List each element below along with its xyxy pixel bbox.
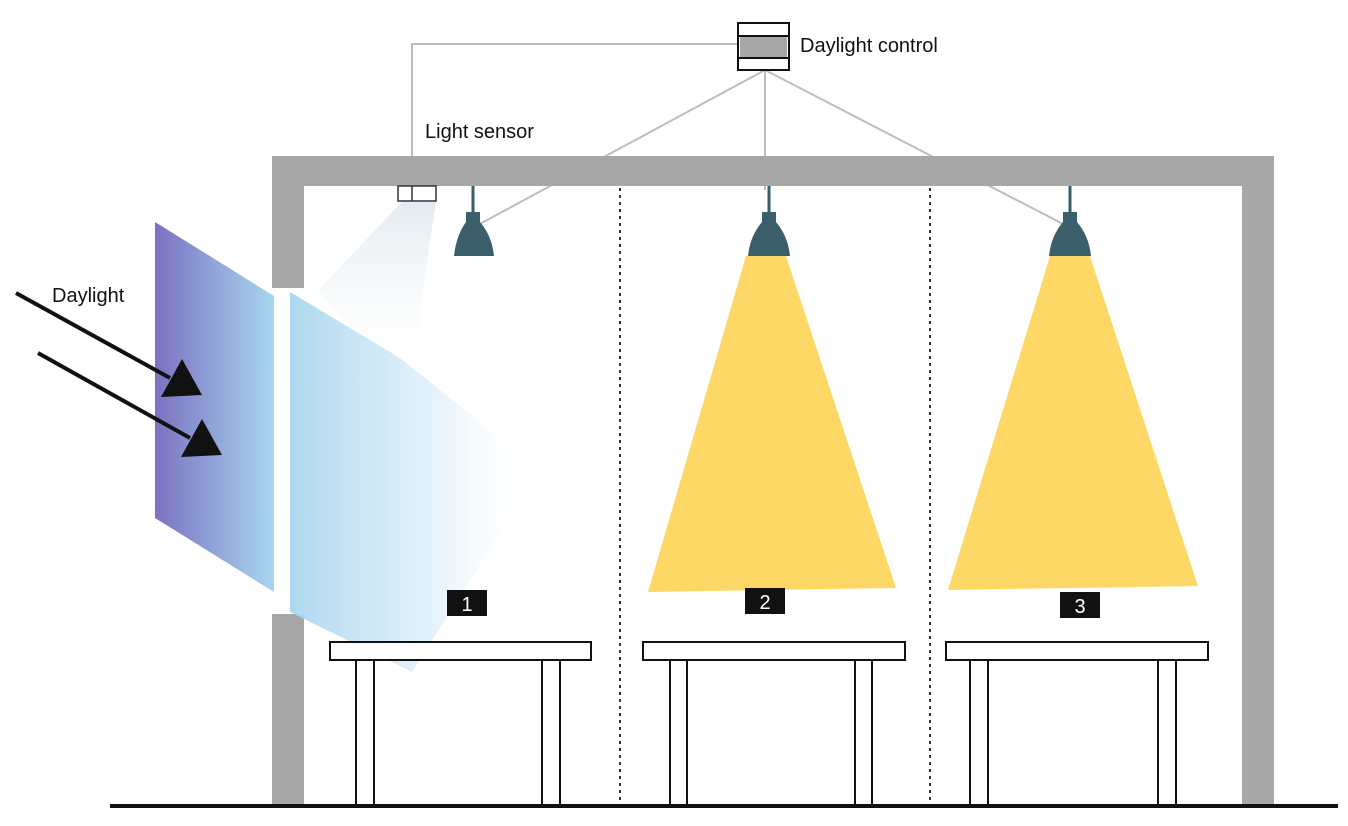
zone-dividers: [619, 188, 931, 806]
left-wall-upper: [272, 156, 304, 288]
right-wall: [1242, 156, 1274, 806]
daylight-arrow-1-head: [161, 359, 202, 397]
window-pane: [155, 222, 274, 592]
light-sensor: [397, 185, 437, 202]
daylight-label: Daylight: [52, 285, 125, 307]
zone-badge-2: 2: [745, 588, 785, 614]
zone-badge-3: 3: [1060, 592, 1100, 618]
zone-number-2: 2: [759, 592, 770, 614]
sensor-detection-field: [318, 202, 436, 390]
light-sensor-label: Light sensor: [425, 121, 534, 143]
daylight-control-label: Daylight control: [800, 35, 938, 57]
desk-zone-3: [945, 641, 1209, 807]
zone-number-3: 3: [1074, 596, 1085, 618]
wire-to-luminaire-1: [477, 69, 766, 226]
desk-zone-2: [642, 641, 906, 807]
light-cone-zone-2: [648, 256, 896, 592]
control-wiring: [411, 43, 1066, 226]
daylight-arrows: [15, 291, 222, 457]
luminaire-zone-1: [454, 186, 494, 256]
zone-badge-1: 1: [447, 590, 487, 616]
ceiling: [272, 156, 1274, 186]
daylight-arrow-2-shaft: [37, 351, 191, 440]
wire-to-luminaire-3: [764, 69, 1066, 226]
daylight-arrow-2-head: [181, 419, 222, 457]
daylight-control-box: [737, 22, 790, 71]
desk-zone-1: [329, 641, 592, 807]
daylight-beam: [290, 292, 540, 672]
luminaire-zone-3: [1049, 186, 1091, 256]
luminaire-zone-2: [748, 186, 790, 256]
left-wall-lower: [272, 614, 304, 806]
light-cone-zone-3: [948, 256, 1198, 590]
daylight-arrow-1-shaft: [15, 291, 171, 380]
building-frame: [272, 156, 1274, 806]
sensor-wire: [411, 43, 738, 186]
zone-number-1: 1: [461, 594, 472, 616]
